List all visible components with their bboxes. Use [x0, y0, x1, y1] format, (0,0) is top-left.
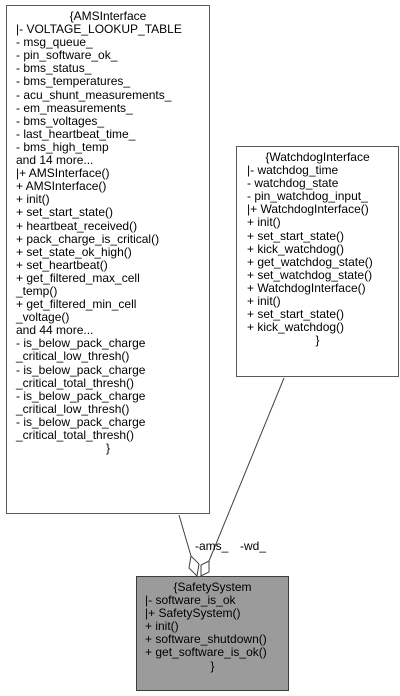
- class-member: + get_filtered_min_cell: [16, 297, 137, 312]
- class-member: + init(): [16, 192, 50, 207]
- class-member: - acu_shunt_measurements_: [16, 87, 172, 102]
- class-member: + set_state_ok_high(): [16, 244, 132, 259]
- wd-edge-line: [208, 377, 285, 562]
- class-member: and 14 more...: [16, 153, 94, 168]
- class-members: |- watchdog_time- watchdog_state- pin_wa…: [237, 163, 398, 335]
- class-member: |- watchdog_time: [247, 163, 339, 178]
- class-member: + kick_watchdog(): [247, 320, 345, 335]
- class-closer: }: [315, 333, 320, 348]
- class-member: + get_filtered_max_cell: [16, 270, 140, 285]
- class-member: _temp(): [16, 283, 58, 298]
- class-member: + set_start_state(): [16, 205, 114, 220]
- class-member: + kick_watchdog(): [247, 241, 345, 256]
- ams-edge-line: [178, 514, 192, 557]
- class-members: |- software_is_ok|+ SafetySystem()+ init…: [137, 593, 288, 660]
- wd-aggregation-diamond: [200, 560, 210, 577]
- class-member: - em_measurements_: [16, 100, 133, 115]
- class-member: + get_watchdog_state(): [247, 254, 373, 269]
- class-member: + pack_charge_is_critical(): [16, 231, 160, 246]
- ams-aggregation-diamond: [188, 554, 200, 578]
- ams-edge-label: -ams_: [195, 539, 229, 553]
- class-member: - pin_watchdog_input_: [247, 189, 368, 204]
- class-member: - bms_voltages_: [16, 113, 105, 128]
- class-member: _critical_low_thresh(): [16, 349, 130, 364]
- class-member: and 44 more...: [16, 323, 94, 338]
- class-member: + set_start_state(): [247, 307, 345, 322]
- wd-edge-label: -wd_: [240, 539, 267, 553]
- class-member: _voltage(): [16, 310, 70, 325]
- class-member: - bms_high_temp: [16, 139, 109, 154]
- class-member: - is_below_pack_charge: [16, 388, 146, 403]
- class-member: + set_watchdog_state(): [247, 267, 373, 282]
- class-member: - bms_status_: [16, 61, 92, 76]
- class-member: - is_below_pack_charge: [16, 336, 146, 351]
- class-member: - msg_queue_: [16, 35, 93, 50]
- class-member: + AMSInterface(): [16, 179, 107, 194]
- class-member: |- VOLTAGE_LOOKUP_TABLE: [16, 22, 182, 37]
- class-member: + init(): [247, 294, 281, 309]
- watchdog-interface-class[interactable]: {WatchdogInterface |- watchdog_time- wat…: [236, 146, 399, 377]
- class-closer: }: [210, 658, 215, 673]
- class-title: {WatchdogInterface: [265, 150, 370, 164]
- class-member: - is_below_pack_charge: [16, 414, 146, 429]
- class-member: + heartbeat_received(): [16, 218, 138, 233]
- class-member: _critical_total_thresh(): [16, 428, 135, 442]
- class-member: _critical_low_thresh(): [16, 401, 130, 416]
- class-member: - pin_software_ok_: [16, 48, 118, 63]
- class-member: + set_start_state(): [247, 228, 345, 243]
- class-member: |+ SafetySystem(): [145, 606, 241, 621]
- class-member: - bms_temperatures_: [16, 74, 131, 89]
- class-title: {SafetySystem: [173, 580, 252, 594]
- class-member: + init(): [247, 215, 281, 230]
- class-member: _critical_total_thresh(): [16, 375, 135, 390]
- class-member: - is_below_pack_charge: [16, 362, 146, 377]
- class-member: - last_heartbeat_time_: [16, 126, 136, 141]
- class-members: |- VOLTAGE_LOOKUP_TABLE- msg_queue_- pin…: [7, 22, 209, 442]
- class-member: + set_heartbeat(): [16, 257, 108, 272]
- ams-interface-class[interactable]: {AMSInterface |- VOLTAGE_LOOKUP_TABLE- m…: [6, 5, 210, 514]
- class-member: + software_shutdown(): [145, 632, 267, 647]
- class-member: |+ AMSInterface(): [16, 166, 110, 181]
- class-member: + WatchdogInterface(): [247, 280, 366, 295]
- safety-system-class[interactable]: {SafetySystem |- software_is_ok|+ Safety…: [136, 576, 289, 691]
- class-member: + init(): [145, 619, 179, 634]
- class-member: - watchdog_state: [247, 176, 339, 191]
- class-title: {AMSInterface: [69, 9, 147, 23]
- class-closer: }: [105, 441, 110, 456]
- class-member: |+ WatchdogInterface(): [247, 202, 369, 217]
- class-member: |- software_is_ok: [145, 593, 236, 608]
- class-member: + get_software_is_ok(): [145, 645, 267, 660]
